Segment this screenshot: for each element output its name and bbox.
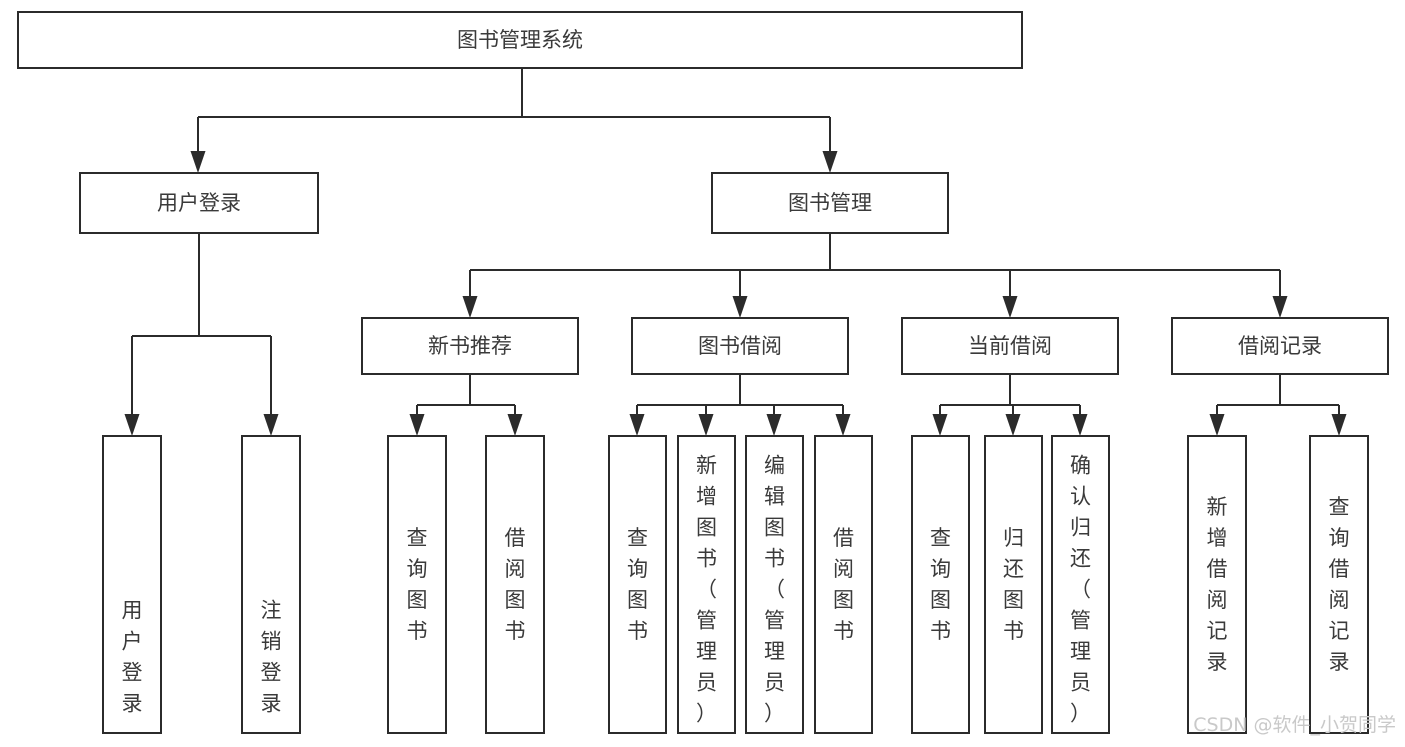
- node-borrow-record[interactable]: 借阅记录: [1170, 316, 1390, 376]
- level3-drop-3-arrowhead: [1272, 296, 1288, 318]
- node-leaf-query-book-1[interactable]: 查询图书: [386, 434, 448, 735]
- node-box-leaf-query-borrow-record[interactable]: [1308, 434, 1370, 735]
- node-box-leaf-query-book-3[interactable]: [910, 434, 971, 735]
- level3-drop-2-arrowhead: [1002, 296, 1018, 318]
- node-label-user-login: 用户登录: [157, 191, 241, 215]
- level2-drop-0-arrowhead: [190, 151, 206, 173]
- node-label-leaf-return-book: 归还图书: [1003, 526, 1024, 643]
- node-box-borrow-record[interactable]: [1170, 316, 1390, 376]
- node-box-leaf-confirm-return-admin[interactable]: [1050, 434, 1111, 735]
- node-label-leaf-borrow-book-1: 借阅图书: [505, 526, 526, 643]
- new-book-recommend-drop-1-arrowhead: [507, 414, 523, 436]
- node-box-leaf-add-book-admin[interactable]: [676, 434, 737, 735]
- borrow-record-drop-1-arrowhead: [1331, 414, 1347, 436]
- node-label-current-borrow: 当前借阅: [968, 334, 1052, 358]
- borrow-record-drop-0-arrowhead: [1209, 414, 1225, 436]
- node-leaf-confirm-return-admin[interactable]: 确认归还（管理员）: [1050, 434, 1111, 735]
- node-box-new-book-recommend[interactable]: [360, 316, 580, 376]
- node-new-book-recommend[interactable]: 新书推荐: [360, 316, 580, 376]
- node-label-book-borrow: 图书借阅: [698, 334, 782, 358]
- node-leaf-add-borrow-record[interactable]: 新增借阅记录: [1186, 434, 1248, 735]
- node-box-leaf-user-login[interactable]: [101, 434, 163, 735]
- node-box-book-borrow[interactable]: [630, 316, 850, 376]
- node-label-leaf-edit-book-admin: 编辑图书（管理员）: [764, 453, 785, 725]
- node-leaf-return-book[interactable]: 归还图书: [983, 434, 1044, 735]
- node-box-leaf-borrow-book-2[interactable]: [813, 434, 874, 735]
- current-borrow-drop-2-arrowhead: [1072, 414, 1088, 436]
- node-box-leaf-logout-login[interactable]: [240, 434, 302, 735]
- node-leaf-query-book-3[interactable]: 查询图书: [910, 434, 971, 735]
- node-box-book-management[interactable]: [710, 171, 950, 235]
- node-label-new-book-recommend: 新书推荐: [428, 334, 512, 358]
- node-book-borrow[interactable]: 图书借阅: [630, 316, 850, 376]
- book-borrow-drop-3-arrowhead: [835, 414, 851, 436]
- node-label-leaf-borrow-book-2: 借阅图书: [833, 526, 854, 643]
- node-box-leaf-edit-book-admin[interactable]: [744, 434, 805, 735]
- login-drop-1-arrowhead: [263, 414, 279, 436]
- node-label-leaf-logout-login: 注销登录: [261, 598, 282, 715]
- node-box-leaf-return-book[interactable]: [983, 434, 1044, 735]
- node-label-leaf-user-login: 用户登录: [122, 598, 143, 715]
- node-box-user-login[interactable]: [78, 171, 320, 235]
- node-label-leaf-add-book-admin: 新增图书（管理员）: [696, 453, 717, 725]
- book-borrow-drop-2-arrowhead: [766, 414, 782, 436]
- node-leaf-edit-book-admin[interactable]: 编辑图书（管理员）: [744, 434, 805, 735]
- node-label-leaf-add-borrow-record: 新增借阅记录: [1207, 495, 1228, 674]
- node-leaf-user-login[interactable]: 用户登录: [101, 434, 163, 735]
- node-box-leaf-add-borrow-record[interactable]: [1186, 434, 1248, 735]
- book-borrow-drop-0-arrowhead: [629, 414, 645, 436]
- node-label-leaf-confirm-return-admin: 确认归还（管理员）: [1070, 453, 1091, 725]
- current-borrow-drop-0-arrowhead: [932, 414, 948, 436]
- node-leaf-logout-login[interactable]: 注销登录: [240, 434, 302, 735]
- node-leaf-borrow-book-1[interactable]: 借阅图书: [484, 434, 546, 735]
- connector-layer: [124, 68, 1347, 436]
- new-book-recommend-drop-0-arrowhead: [409, 414, 425, 436]
- node-leaf-add-book-admin[interactable]: 新增图书（管理员）: [676, 434, 737, 735]
- csdn-watermark: CSDN @软件_小贺同学: [1193, 714, 1396, 736]
- node-root[interactable]: 图书管理系统: [16, 10, 1024, 70]
- node-leaf-query-book-2[interactable]: 查询图书: [607, 434, 668, 735]
- node-user-login[interactable]: 用户登录: [78, 171, 320, 235]
- login-drop-0-arrowhead: [124, 414, 140, 436]
- node-current-borrow[interactable]: 当前借阅: [900, 316, 1120, 376]
- node-label-leaf-query-book-3: 查询图书: [930, 526, 951, 643]
- node-label-book-management: 图书管理: [788, 191, 872, 215]
- book-borrow-drop-1-arrowhead: [698, 414, 714, 436]
- node-label-leaf-query-book-1: 查询图书: [407, 526, 428, 643]
- node-book-management[interactable]: 图书管理: [710, 171, 950, 235]
- node-label-borrow-record: 借阅记录: [1238, 334, 1322, 358]
- node-box-leaf-query-book-1[interactable]: [386, 434, 448, 735]
- node-label-leaf-query-borrow-record: 查询借阅记录: [1329, 495, 1350, 674]
- node-leaf-borrow-book-2[interactable]: 借阅图书: [813, 434, 874, 735]
- node-label-leaf-query-book-2: 查询图书: [627, 526, 648, 643]
- node-box-current-borrow[interactable]: [900, 316, 1120, 376]
- node-box-root[interactable]: [16, 10, 1024, 70]
- node-box-leaf-query-book-2[interactable]: [607, 434, 668, 735]
- level2-drop-1-arrowhead: [822, 151, 838, 173]
- level3-drop-0-arrowhead: [462, 296, 478, 318]
- node-layer: 图书管理系统用户登录图书管理新书推荐图书借阅当前借阅借阅记录用户登录注销登录查询…: [16, 10, 1390, 735]
- current-borrow-drop-1-arrowhead: [1005, 414, 1021, 436]
- node-leaf-query-borrow-record[interactable]: 查询借阅记录: [1308, 434, 1370, 735]
- node-label-root: 图书管理系统: [457, 28, 583, 52]
- level3-drop-1-arrowhead: [732, 296, 748, 318]
- node-box-leaf-borrow-book-1[interactable]: [484, 434, 546, 735]
